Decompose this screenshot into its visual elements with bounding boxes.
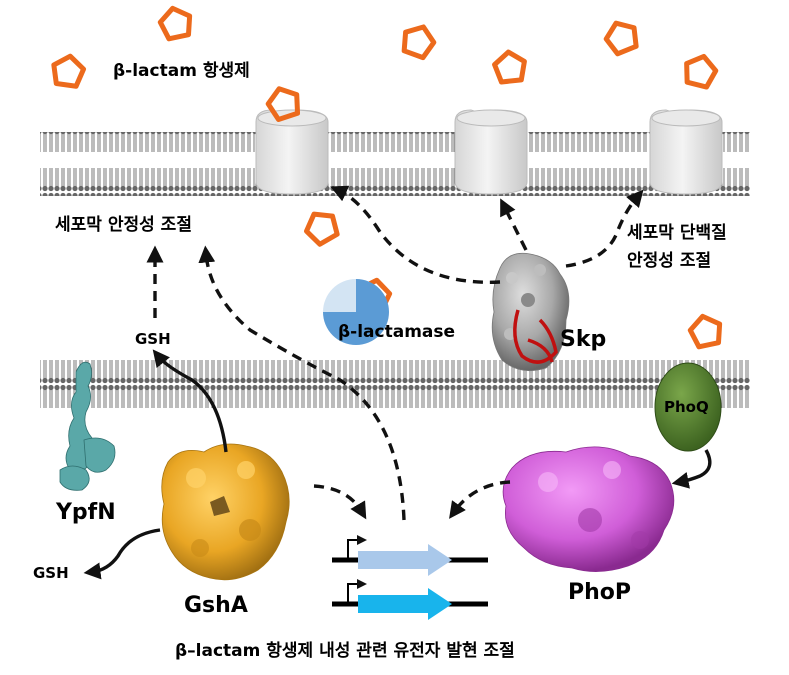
antibiotic-molecule-icon	[687, 313, 723, 350]
gsh-label-top: GSH	[135, 330, 171, 348]
bottom-caption: β–lactam 항생제 내성 관련 유전자 발현 조절	[175, 641, 515, 661]
arrow-gene-to-membrane-stability	[198, 245, 406, 521]
protein-stability-label-line2: 안정성 조절	[627, 251, 712, 271]
porin-channel-2	[454, 109, 528, 195]
antibiotic-molecule-icon	[603, 20, 639, 57]
gsh-label-bottom: GSH	[33, 564, 69, 582]
arrow-gsha-to-gsh	[152, 349, 228, 453]
arrow-gsha-to-gene	[313, 484, 367, 520]
protein-stability-label-line1: 세포막 단백질	[627, 223, 727, 243]
antibiotic-molecule-icon	[492, 49, 527, 85]
beta-lactamase-enzyme	[323, 279, 389, 345]
ypfn-label: YpfN	[56, 500, 116, 525]
porin-channel-1	[255, 109, 329, 195]
antibiotic-molecule-icon	[51, 53, 87, 89]
gene-construct-1	[332, 535, 488, 576]
phop-label: PhoP	[568, 580, 632, 605]
beta-lactamase-label: β-lactamase	[338, 322, 456, 342]
skp-label: Skp	[560, 327, 607, 352]
skp-protein	[491, 252, 570, 372]
porin-channel-3	[649, 109, 723, 195]
antibiotic-label: β-lactam 항생제	[113, 61, 250, 81]
inner-membrane	[40, 358, 750, 422]
arrow-skp-to-porin-3	[565, 189, 644, 268]
antibiotic-molecule-icon	[157, 5, 193, 42]
phop-protein	[502, 446, 675, 572]
arrow-gsha-to-gsh-secreted	[83, 528, 161, 580]
ypfn-protein	[59, 361, 116, 491]
gsha-label: GshA	[184, 593, 248, 618]
antibiotic-molecule-icon	[684, 53, 719, 90]
arrow-phoq-to-phop	[671, 449, 712, 489]
gsha-enzyme	[161, 443, 290, 581]
outer-membrane	[40, 132, 750, 196]
gene-construct-2	[332, 579, 488, 620]
phoq-label: PhoQ	[664, 398, 709, 416]
phoq-protein	[654, 362, 722, 452]
arrow-phop-to-gene	[449, 480, 511, 519]
arrow-skp-to-porin-2	[500, 198, 528, 251]
antibiotic-molecule-icon	[401, 24, 437, 61]
antibiotic-molecule-icon	[304, 211, 340, 247]
antibiotic-molecule-icon	[265, 86, 301, 122]
arrow-skp-to-porin-1	[330, 185, 501, 284]
membrane-stability-label: 세포막 안정성 조절	[55, 215, 192, 235]
